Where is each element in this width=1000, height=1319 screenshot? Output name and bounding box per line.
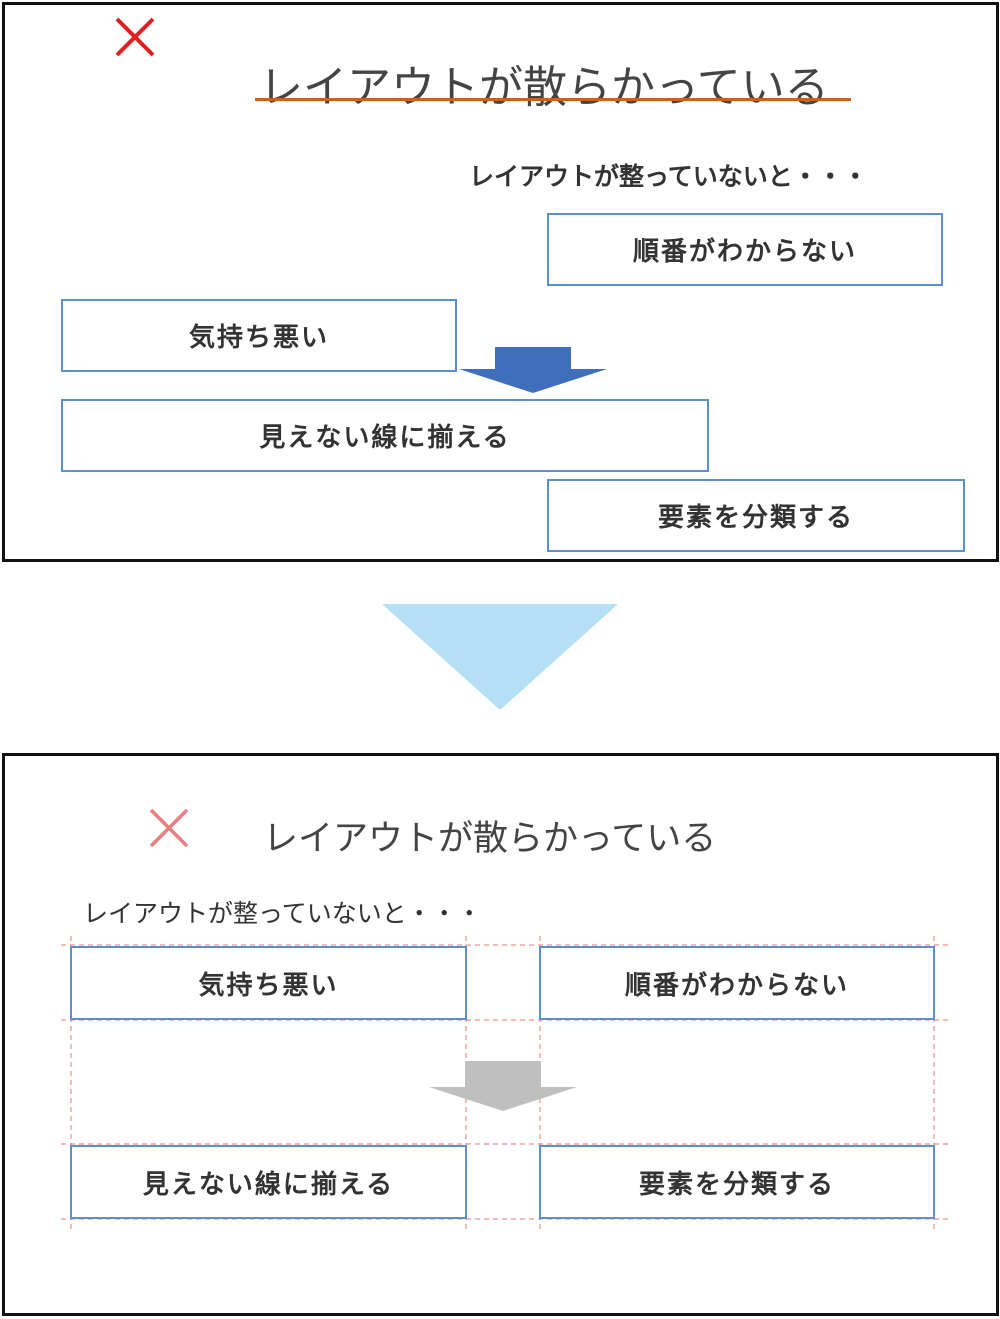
down-arrow-icon xyxy=(429,1061,577,1111)
box-classify-elements: 要素を分類する xyxy=(547,479,965,552)
after-title: レイアウトが散らかっている xyxy=(263,819,717,859)
after-panel: レイアウトが散らかっている レイアウトが整っていないと・・・ 気持ち悪い 順番が… xyxy=(2,753,999,1316)
cross-mark-icon xyxy=(149,808,189,848)
transition-arrow-icon xyxy=(382,604,618,710)
box-uncomfortable: 気持ち悪い xyxy=(61,299,457,372)
down-arrow-icon xyxy=(459,347,607,393)
box-uncomfortable: 気持ち悪い xyxy=(70,946,467,1020)
title-underline xyxy=(255,98,851,101)
alignment-guides xyxy=(61,936,949,1232)
box-order-unclear: 順番がわからない xyxy=(547,213,943,286)
after-subtitle: レイアウトが整っていないと・・・ xyxy=(83,899,482,928)
cross-mark-icon xyxy=(115,17,155,57)
box-align-invisible-lines: 見えない線に揃える xyxy=(70,1145,467,1219)
before-panel: レイアウトが散らかっている レイアウトが整っていないと・・・ 順番がわからない … xyxy=(2,2,999,562)
box-classify-elements: 要素を分類する xyxy=(539,1145,935,1219)
before-subtitle: レイアウトが整っていないと・・・ xyxy=(469,162,868,191)
box-order-unclear: 順番がわからない xyxy=(539,946,935,1020)
before-title: レイアウトが散らかっている xyxy=(259,62,829,113)
box-align-invisible-lines: 見えない線に揃える xyxy=(61,399,709,472)
